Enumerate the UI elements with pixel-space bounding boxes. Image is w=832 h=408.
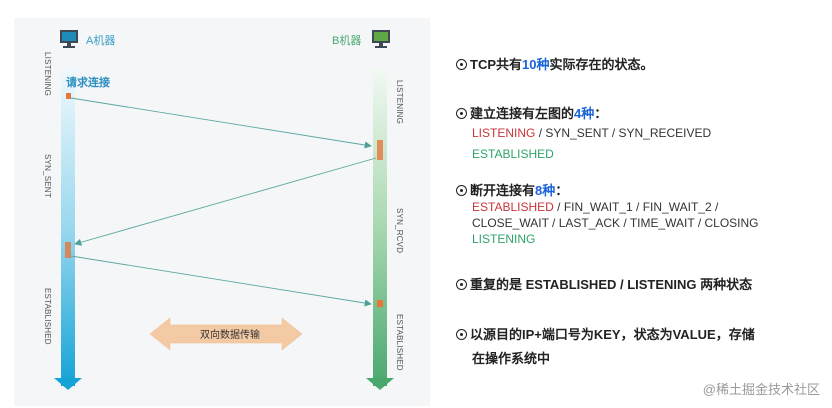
machine-a-timeline bbox=[61, 68, 75, 386]
machine-b-label: B机器 bbox=[332, 35, 362, 47]
computer-a-icon bbox=[58, 28, 80, 50]
right-state-listening: LISTENING bbox=[395, 80, 404, 125]
bullet-icon bbox=[456, 108, 467, 119]
open-states-established: ESTABLISHED bbox=[472, 147, 554, 161]
ack-arrow bbox=[70, 255, 372, 307]
left-state-listening: LISTENING bbox=[43, 52, 52, 97]
note-storage: 以源目的IP+端口号为KEY，状态为VALUE，存储 bbox=[456, 324, 755, 343]
note-storage-cont: 在操作系统中 bbox=[472, 351, 551, 366]
syn-rcvd-marker bbox=[377, 140, 383, 160]
bullet-icon bbox=[456, 59, 467, 70]
machine-b-timeline bbox=[373, 68, 387, 386]
machine-a-label: A机器 bbox=[86, 35, 116, 47]
bullet-icon bbox=[456, 279, 467, 290]
synack-rcvd-marker bbox=[65, 242, 71, 258]
close-states-line1: ESTABLISHED / FIN_WAIT_1 / FIN_WAIT_2 / bbox=[472, 200, 719, 214]
request-connection-label: 请求连接 bbox=[66, 77, 110, 89]
transfer-label: 双向数据传输 bbox=[200, 330, 260, 341]
syn-arrow bbox=[70, 97, 372, 149]
diagram-canvas bbox=[54, 68, 394, 390]
syn-send-marker bbox=[66, 93, 71, 99]
bullet-icon bbox=[456, 329, 467, 340]
notes-panel: TCP共有10种实际存在的状态。 建立连接有左图的4种： LISTENING /… bbox=[440, 0, 832, 408]
machine-a-timeline-arrowhead bbox=[54, 378, 82, 390]
syn-ack-arrow bbox=[74, 157, 377, 246]
open-states-list: LISTENING / SYN_SENT / SYN_RECEIVED bbox=[472, 126, 712, 140]
close-states-line3: LISTENING bbox=[472, 232, 536, 246]
note-total-states: TCP共有10种实际存在的状态。 bbox=[456, 54, 654, 73]
computer-b-icon bbox=[370, 28, 392, 50]
right-state-established: ESTABLISHED bbox=[395, 314, 404, 371]
left-state-established: ESTABLISHED bbox=[43, 288, 52, 345]
left-state-syn-sent: SYN_SENT bbox=[43, 154, 52, 198]
ack-rcvd-marker bbox=[377, 300, 383, 307]
note-repeated-states: 重复的是 ESTABLISHED / LISTENING 两种状态 bbox=[456, 274, 752, 293]
watermark: @稀土掘金技术社区 bbox=[702, 382, 820, 397]
close-states-line2: CLOSE_WAIT / LAST_ACK / TIME_WAIT / CLOS… bbox=[472, 216, 759, 230]
transfer-double-arrow bbox=[149, 317, 303, 351]
note-open-states: 建立连接有左图的4种： bbox=[456, 103, 607, 122]
right-state-syn-rcvd: SYN_RCVD bbox=[395, 208, 404, 254]
tcp-state-diagram: A机器 B机器 请求连接 LISTENING SYN_SENT ESTABLIS… bbox=[14, 18, 430, 406]
machine-b-timeline-arrowhead bbox=[366, 378, 394, 390]
note-close-states: 断开连接有8种： bbox=[456, 180, 568, 199]
bullet-icon bbox=[456, 185, 467, 196]
